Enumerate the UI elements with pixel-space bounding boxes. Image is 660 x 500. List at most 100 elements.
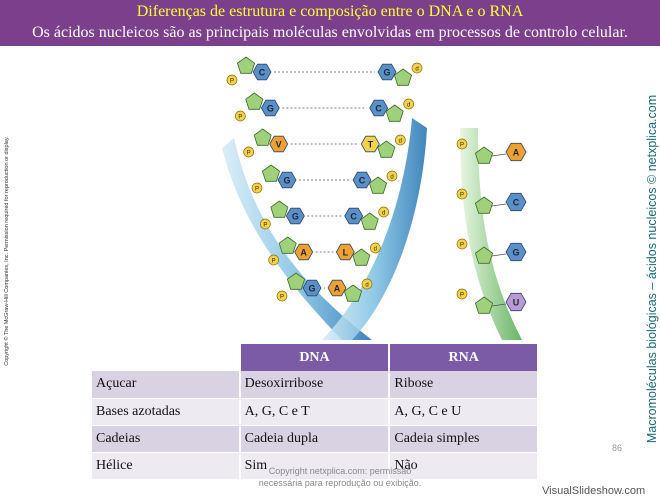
glycosidic-bond (491, 153, 507, 157)
sugar-icon (474, 146, 494, 164)
phosphate-icon (456, 188, 468, 200)
copyright-notice: Copyright © The McGraw-Hill Companies, I… (4, 136, 10, 366)
phosphate-label: d (374, 247, 377, 253)
base-label: G (383, 68, 390, 78)
phosphate-label: d (407, 103, 410, 109)
sugar-icon (270, 200, 289, 218)
phosphate-label: d (365, 283, 368, 289)
phosphate-icon (403, 98, 415, 110)
base-label: V (276, 140, 282, 150)
glycosidic-bond (491, 253, 507, 257)
phosphate-label: P (460, 193, 464, 199)
table-row: Cadeias Cadeia dupla Cadeia simples (92, 425, 539, 453)
table-header-rna: RNA (389, 344, 539, 371)
row-label: Açucar (92, 371, 241, 399)
row-label: Cadeias (92, 425, 241, 453)
base-g-icon: G (277, 171, 297, 189)
watermark-line1: Copyright netxplica.com: permissão (268, 466, 412, 476)
sugar-icon (393, 68, 413, 86)
sugar-icon (474, 246, 494, 264)
phosphate-label: P (460, 143, 464, 149)
sugar-icon (474, 196, 494, 214)
table-header-dna: DNA (239, 344, 391, 371)
base-c-icon: C (352, 171, 372, 189)
title-bar: Diferenças de estrutura e composição ent… (0, 0, 660, 46)
phosphate-label: d (415, 67, 418, 73)
dna-ribbon-right (322, 118, 427, 340)
page-number: 86 (612, 443, 623, 453)
base-c-icon: C (505, 192, 527, 212)
phosphate-label: P (255, 187, 259, 193)
base-label: A (334, 284, 341, 294)
sugar-icon (261, 164, 281, 182)
phosphate-icon (394, 134, 406, 146)
base-label: A (513, 148, 520, 158)
base-t-icon: T (360, 135, 380, 153)
phosphate-icon (386, 170, 398, 182)
phosphate-icon (456, 288, 468, 300)
base-label: U (513, 298, 520, 308)
table-header-blank (92, 344, 241, 371)
phosphate-icon (378, 206, 390, 218)
base-a-icon: A (505, 142, 527, 162)
sugar-icon (278, 236, 297, 254)
comparison-table: DNA RNA Açucar Desoxirribose Ribose Base… (92, 344, 539, 480)
base-a-icon: A (327, 279, 347, 297)
phosphate-label: P (238, 115, 242, 121)
base-label: G (267, 104, 274, 114)
sugar-icon (343, 284, 363, 302)
phosphate-icon (276, 290, 288, 302)
dna-cell: Desoxirribose (239, 371, 391, 399)
side-caption: Macromoléculas biológicas – ácidos nucle… (645, 94, 659, 444)
table-row: Bases azotadas A, G, C e T A, G, C e U (92, 398, 539, 426)
table-row: Açucar Desoxirribose Ribose (92, 371, 539, 399)
phosphate-icon (234, 110, 246, 122)
base-g-icon: G (505, 242, 527, 262)
base-c-icon: C (369, 99, 389, 117)
table-header-row: DNA RNA (92, 344, 539, 371)
dna-cell: Sim (239, 452, 391, 480)
base-label: C (513, 198, 520, 208)
site-brand: VisualSlideshow.com (542, 485, 646, 497)
phosphate-icon (259, 218, 271, 230)
glycosidic-bond (491, 303, 507, 307)
base-label: G (512, 248, 519, 258)
phosphate-icon (243, 146, 255, 158)
sugar-icon (352, 248, 371, 266)
phosphate-icon (456, 238, 468, 250)
base-g-icon: G (260, 99, 280, 117)
base-c-icon: C (344, 207, 364, 225)
sugar-icon (253, 128, 272, 146)
phosphate-label: P (263, 223, 267, 229)
sugar-icon (245, 92, 264, 110)
sugar-icon (236, 56, 256, 74)
sugar-icon (360, 212, 379, 230)
phosphate-label: P (247, 151, 251, 157)
dna-cell: A, G, C e T (239, 398, 391, 426)
base-label: G (292, 212, 299, 222)
base-label: G (308, 284, 315, 294)
base-label: C (350, 212, 357, 222)
base-l-icon: L (335, 243, 355, 261)
base-c-icon: C (252, 63, 272, 81)
rna-ribbon (460, 128, 522, 340)
base-v-icon: V (269, 135, 289, 153)
phosphate-label: P (280, 295, 284, 301)
base-label: C (259, 68, 266, 78)
dna-ribbon-left (222, 138, 372, 340)
phosphate-label: d (390, 175, 393, 181)
rna-cell: A, G, C e U (389, 398, 539, 426)
sugar-icon (474, 296, 494, 314)
rna-cell: Cadeia simples (389, 425, 539, 453)
base-label: T (368, 140, 374, 150)
sugar-icon (385, 104, 404, 122)
base-label: C (359, 176, 366, 186)
base-label: L (343, 248, 349, 258)
phosphate-label: P (460, 243, 464, 249)
base-label: C (375, 104, 382, 114)
sugar-icon (377, 140, 396, 158)
sugar-icon (286, 272, 306, 290)
phosphate-icon (456, 138, 468, 150)
slide-title: Diferenças de estrutura e composição ent… (136, 3, 524, 20)
